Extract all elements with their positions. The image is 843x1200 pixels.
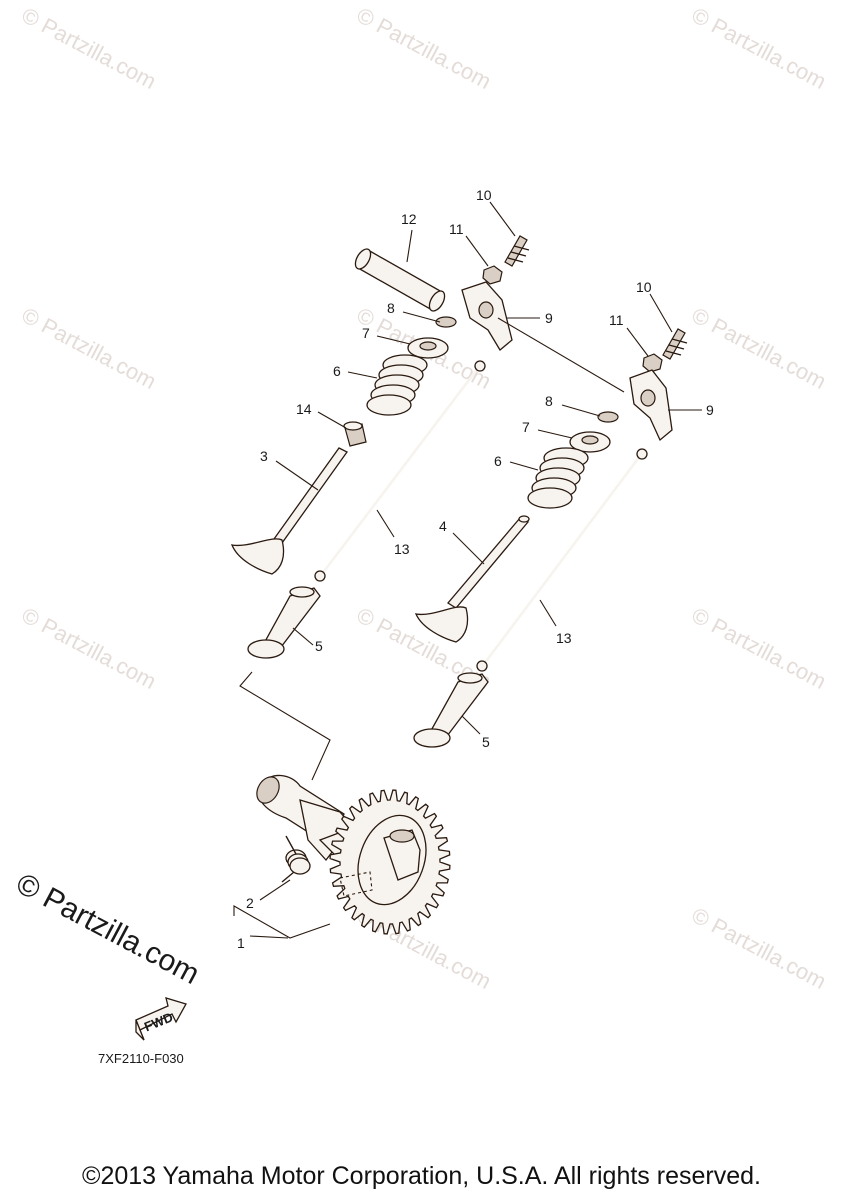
fwd-arrow-icon: FWD bbox=[135, 997, 187, 1041]
part-rocker-arm-right bbox=[629, 369, 673, 442]
part-valve-spring-left bbox=[366, 354, 428, 416]
part-tappet-right bbox=[413, 672, 489, 748]
part-adjust-screw-right bbox=[662, 328, 688, 360]
callout-6a: 6 bbox=[333, 363, 341, 379]
callout-5a: 5 bbox=[315, 638, 323, 654]
part-push-rod-left bbox=[314, 360, 486, 582]
callout-12: 12 bbox=[401, 211, 417, 227]
callout-11a: 11 bbox=[449, 221, 464, 237]
tappet-link-line bbox=[239, 671, 331, 781]
callout-7b: 7 bbox=[522, 419, 530, 435]
watermark-text: © Partzilla.com bbox=[688, 602, 831, 694]
part-locknut-left bbox=[482, 265, 503, 285]
part-push-rod-right bbox=[476, 448, 648, 672]
callout-3: 3 bbox=[260, 448, 268, 464]
part-retainer-left bbox=[407, 337, 449, 359]
part-collet-right bbox=[597, 411, 619, 423]
callout-8a: 8 bbox=[387, 300, 395, 316]
watermark-text: © Partzilla.com bbox=[688, 902, 831, 994]
part-collet-left bbox=[435, 316, 457, 328]
part-decomp-spring bbox=[281, 835, 311, 883]
part-valve-spring-right bbox=[527, 447, 589, 509]
shaft-link-line bbox=[497, 317, 625, 393]
callout-10b: 10 bbox=[636, 279, 652, 295]
assembly-bracket bbox=[233, 905, 331, 939]
partzilla-logo: © Partzilla.com bbox=[11, 867, 205, 991]
callout-9a: 9 bbox=[545, 310, 553, 326]
part-rocker-shaft bbox=[354, 248, 446, 312]
part-exhaust-valve bbox=[414, 515, 530, 643]
callout-13b: 13 bbox=[556, 630, 572, 646]
watermark-text: © Partzilla.com bbox=[18, 302, 161, 394]
callout-2: 2 bbox=[246, 895, 254, 911]
callout-5b: 5 bbox=[482, 734, 490, 750]
diagram-code: 7XF2110-F030 bbox=[98, 1051, 184, 1066]
part-tappet-left bbox=[247, 586, 321, 659]
callout-6b: 6 bbox=[494, 453, 502, 469]
watermark-text: © Partzilla.com bbox=[18, 2, 161, 94]
part-adjust-screw-left bbox=[504, 235, 530, 267]
callout-4: 4 bbox=[439, 518, 447, 534]
watermark-text: © Partzilla.com bbox=[18, 602, 161, 694]
fwd-label: FWD bbox=[142, 1009, 175, 1034]
part-retainer-right bbox=[569, 431, 611, 453]
callout-13a: 13 bbox=[394, 541, 410, 557]
part-cam-gear bbox=[329, 789, 451, 935]
callout-8b: 8 bbox=[545, 393, 553, 409]
copyright-notice: ©2013 Yamaha Motor Corporation, U.S.A. A… bbox=[82, 1162, 761, 1190]
part-intake-valve bbox=[230, 447, 348, 575]
callout-14: 14 bbox=[296, 401, 312, 417]
callout-10a: 10 bbox=[476, 187, 492, 203]
part-valve-stem-seal bbox=[343, 421, 367, 447]
callout-9b: 9 bbox=[706, 402, 714, 418]
callout-11b: 11 bbox=[609, 312, 624, 328]
watermark-text: © Partzilla.com bbox=[688, 302, 831, 394]
part-rocker-arm-left bbox=[461, 281, 513, 351]
callout-1: 1 bbox=[237, 935, 245, 951]
watermark-text: © Partzilla.com bbox=[688, 2, 831, 94]
watermark-text: © Partzilla.com bbox=[353, 2, 496, 94]
part-locknut-right bbox=[642, 353, 663, 373]
callout-7a: 7 bbox=[362, 325, 370, 341]
